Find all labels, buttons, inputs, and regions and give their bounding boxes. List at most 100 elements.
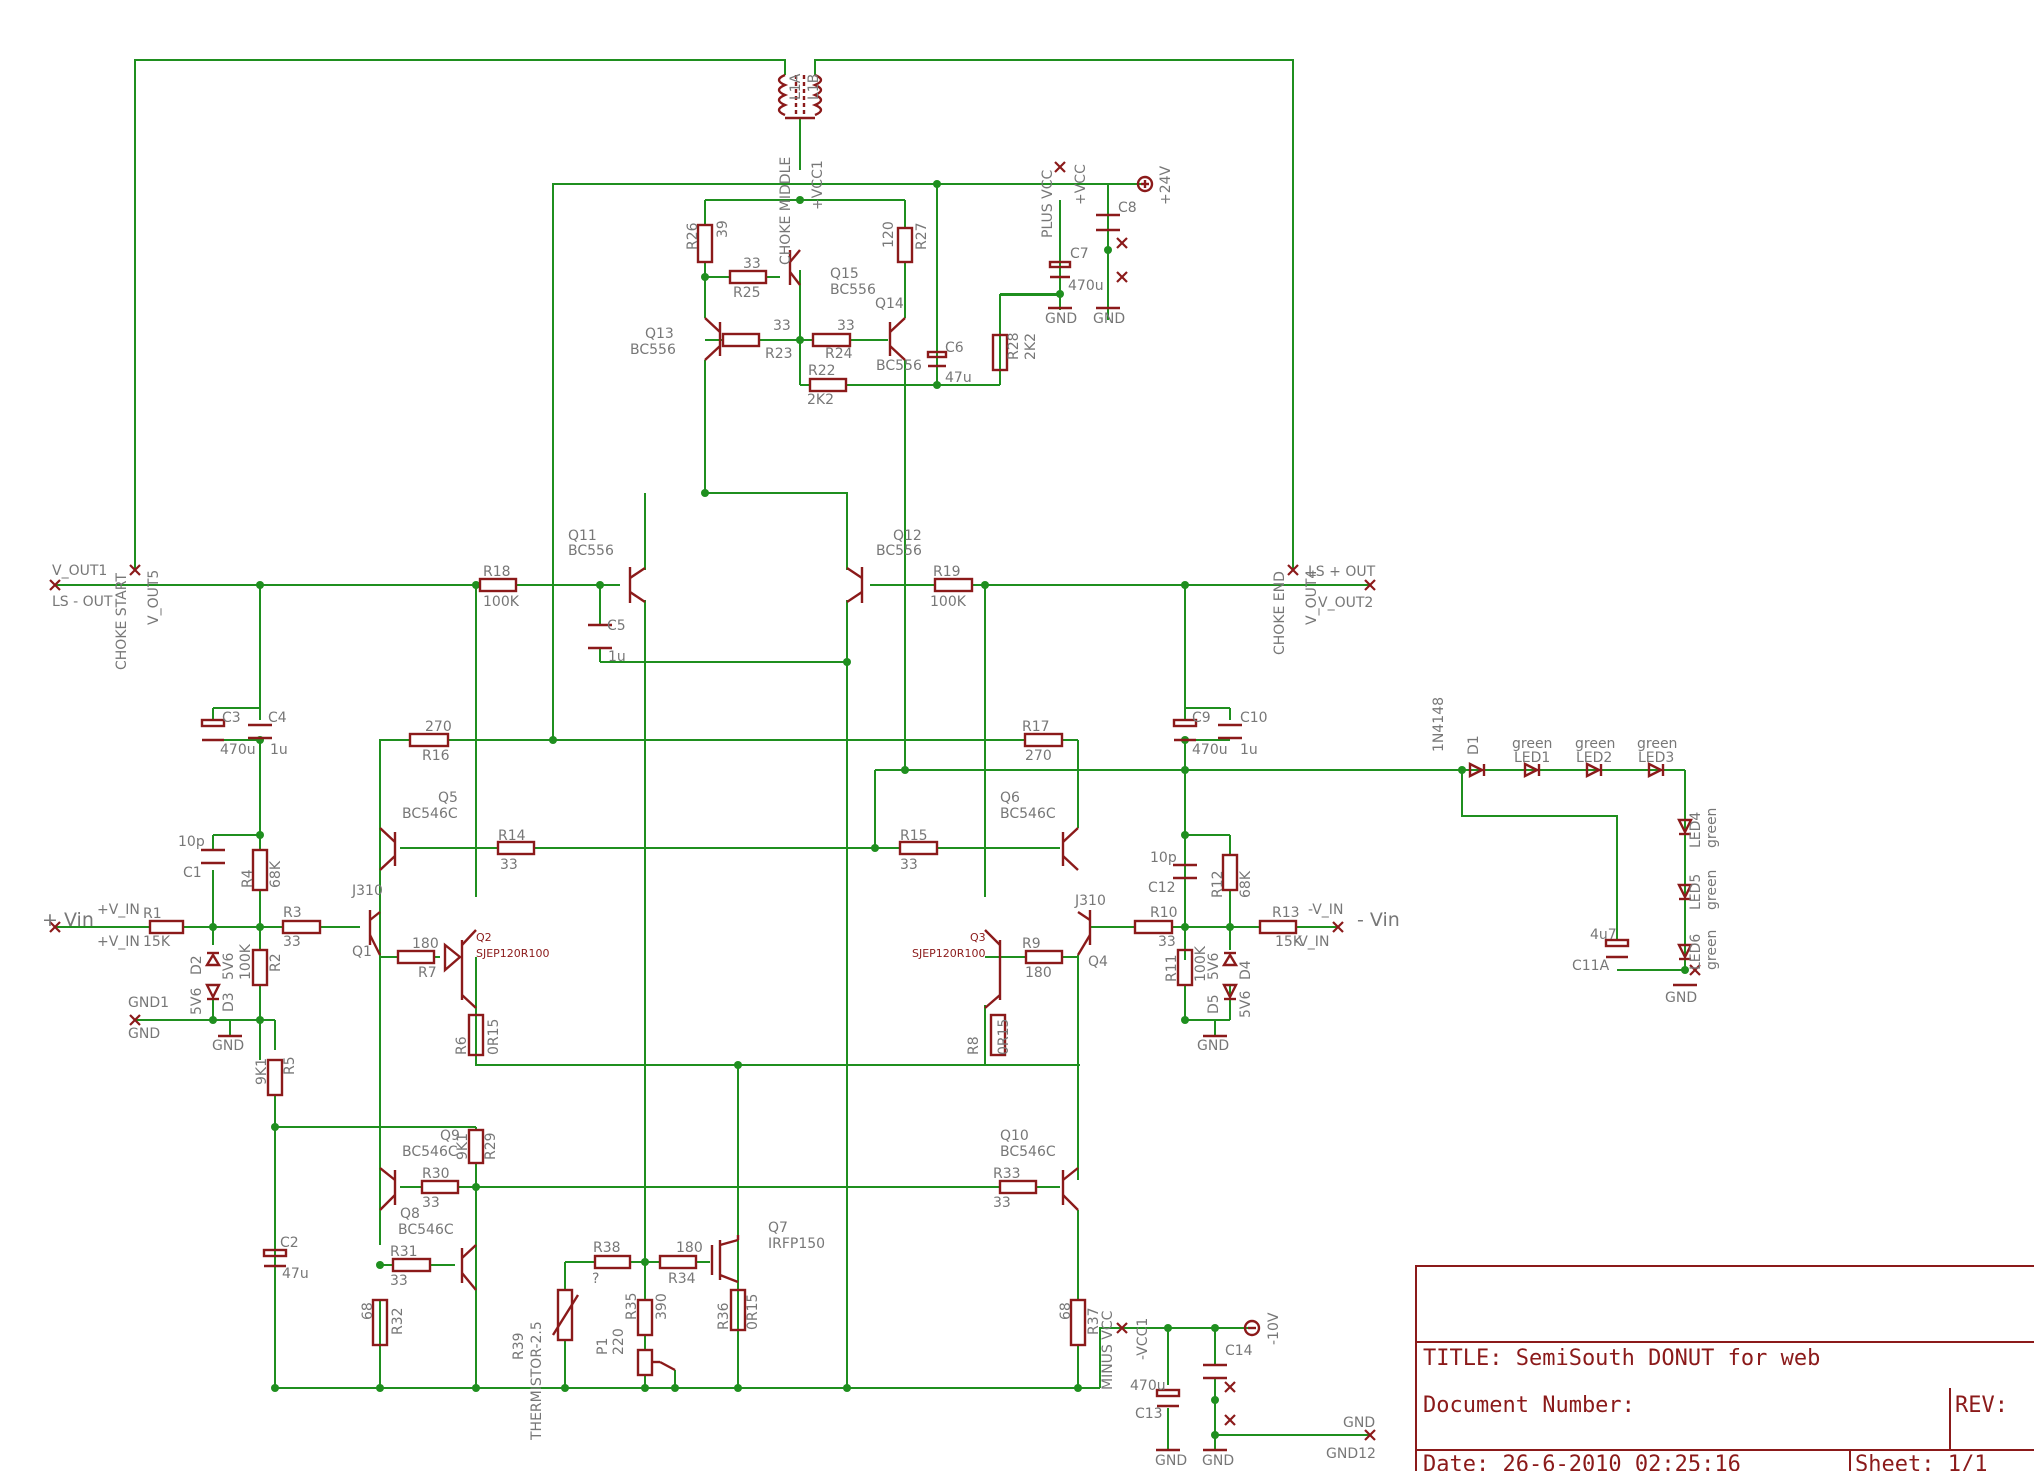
- label-q11-type: BC556: [568, 543, 614, 559]
- label-r30: R30: [422, 1166, 450, 1182]
- label-c8: C8: [1118, 200, 1137, 216]
- p1: [636, 1348, 676, 1377]
- r24: [811, 332, 852, 348]
- r19: [933, 577, 974, 593]
- label-q2: Q2: [476, 931, 492, 944]
- label-r5-value: 9K1: [254, 1058, 270, 1085]
- label-c3-value: 470u: [220, 742, 256, 758]
- d2: [204, 951, 222, 967]
- r27: [896, 226, 914, 264]
- label-minus-10v: -10V: [1266, 1312, 1282, 1345]
- r3: [281, 919, 322, 935]
- label-q8: Q8: [400, 1206, 420, 1222]
- label-d4-value: 5V6: [1206, 953, 1222, 980]
- label-r16: R16: [422, 748, 450, 764]
- label-vin-lab-top: +V_IN: [97, 902, 140, 918]
- label-q8-type: BC546C: [398, 1222, 454, 1238]
- led3: [1647, 762, 1665, 778]
- label-r32-value: 68: [360, 1302, 376, 1320]
- r14: [496, 840, 536, 856]
- label-led5: LED5: [1688, 874, 1704, 910]
- revision: REV:: [1955, 1393, 2008, 1418]
- label-vin-minus: - Vin: [1357, 909, 1400, 931]
- label-gnd1: GND1: [128, 995, 169, 1011]
- label-r17: R17: [1022, 719, 1050, 735]
- label-c1-value: 10p: [178, 834, 205, 850]
- label-ls-plus-out: LS + OUT: [1308, 564, 1376, 580]
- label-c3: C3: [222, 710, 241, 726]
- q9: [379, 1167, 397, 1211]
- label-r15: R15: [900, 828, 928, 844]
- label-p1-value: 220: [611, 1328, 627, 1355]
- label-vin-minus-lab-top: -V_IN: [1308, 902, 1343, 918]
- choke-coil: [777, 73, 823, 120]
- q14: [888, 317, 906, 361]
- label-c7: C7: [1070, 246, 1089, 262]
- label-vout5: V_OUT5: [146, 570, 162, 625]
- q7: [710, 1235, 740, 1284]
- label-r4: R4: [240, 869, 256, 888]
- document-number: Document Number:: [1423, 1393, 1635, 1418]
- date-text: Date: 26-6-2010 02:25:16: [1423, 1452, 1741, 1471]
- label-c10-value: 1u: [1240, 742, 1258, 758]
- label-q15-type: BC556: [830, 282, 876, 298]
- d4: [1221, 951, 1239, 967]
- label-r39-type: THERMISTOR-2.5: [529, 1321, 545, 1441]
- label-r32: R32: [390, 1307, 406, 1335]
- label-r22-value: 2K2: [807, 392, 834, 408]
- label-q5: Q5: [438, 790, 458, 806]
- label-c13-value: 470u: [1130, 1378, 1166, 1394]
- label-q2-type: SJEP120R100: [476, 947, 549, 960]
- label-r2-value: 100K: [238, 943, 254, 980]
- r31: [391, 1257, 432, 1273]
- label-r27: R27: [914, 222, 930, 250]
- c13: [1155, 1388, 1181, 1408]
- label-q13: Q13: [645, 326, 674, 342]
- label-r16-value: 270: [425, 719, 452, 735]
- q15: [788, 249, 801, 286]
- label-q9: Q9: [440, 1128, 460, 1144]
- r30: [420, 1179, 460, 1195]
- label-gnd-d5: GND: [1197, 1038, 1229, 1054]
- label-r15-value: 33: [900, 857, 918, 873]
- label-led2: LED2: [1576, 750, 1612, 766]
- label-c11a-value: 4u7: [1590, 927, 1617, 943]
- label-r34-value: 180: [676, 1240, 703, 1256]
- label-d4: D4: [1238, 960, 1254, 980]
- label-c9-value: 470u: [1192, 742, 1228, 758]
- label-j310-left: J310: [351, 883, 383, 899]
- label-gnd-c14: GND: [1202, 1453, 1234, 1469]
- label-vout1: V_OUT1: [52, 563, 107, 579]
- label-q11: Q11: [568, 528, 597, 544]
- sheet-text: Sheet: 1/1: [1855, 1452, 1987, 1471]
- r36: [729, 1288, 747, 1332]
- c7: [1048, 260, 1072, 279]
- label-r19: R19: [933, 564, 961, 580]
- label-r18-value: 100K: [483, 594, 520, 610]
- label-r22: R22: [808, 363, 836, 379]
- label-r14: R14: [498, 828, 526, 844]
- r13: [1258, 919, 1298, 935]
- q1: [368, 910, 382, 956]
- label-led1: LED1: [1514, 750, 1550, 766]
- label-r26-value: 39: [715, 220, 731, 238]
- label-q14: Q14: [875, 296, 904, 312]
- title-block: TITLE: SemiSouth DONUT for web Document …: [1415, 1265, 2034, 1471]
- label-c5-value: 1u: [608, 649, 626, 665]
- q12: [846, 567, 864, 603]
- q5: [379, 827, 397, 871]
- label-r13: R13: [1272, 905, 1300, 921]
- label-d5-value: 5V6: [1238, 991, 1254, 1018]
- label-vcc1-minus: -VCC1: [1135, 1318, 1151, 1360]
- label-vin-minus-lab-bottom: -V_IN: [1294, 934, 1329, 950]
- label-r24-value: 33: [837, 318, 855, 334]
- label-24v: +24V: [1158, 165, 1174, 205]
- c4: [248, 723, 272, 740]
- label-d2: D2: [189, 955, 205, 975]
- label-c7-value: 470u: [1068, 278, 1104, 294]
- label-gnd-right: GND: [1343, 1415, 1375, 1431]
- label-r14-value: 33: [500, 857, 518, 873]
- label-r9: R9: [1022, 936, 1041, 952]
- label-gnd-c11a: GND: [1665, 990, 1697, 1006]
